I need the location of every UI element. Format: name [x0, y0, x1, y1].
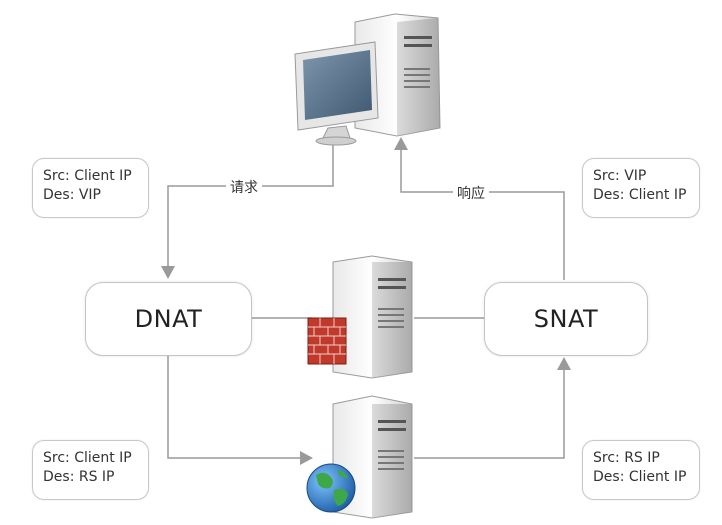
dnat-label: DNAT [134, 305, 203, 333]
desktop-computer-icon [294, 13, 441, 146]
request-label: 请求 [226, 177, 262, 197]
note-src: Src: Client IP [43, 168, 132, 184]
response-connector [400, 150, 565, 280]
note-src: Src: Client IP [43, 450, 132, 466]
firewall-server-icon [307, 255, 413, 379]
snat-label: SNAT [533, 305, 599, 333]
response-label: 响应 [453, 183, 489, 203]
response-arrowhead [394, 137, 408, 150]
note-des: Des: RS IP [43, 469, 115, 485]
globe-icon [306, 463, 356, 513]
response-out-note: Src: VIP Des: Client IP [582, 158, 700, 218]
dnat-realserver-connector [167, 355, 300, 459]
request-forward-note: Src: Client IP Des: RS IP [32, 440, 149, 500]
note-des: Des: Client IP [593, 469, 687, 485]
web-server-icon [306, 395, 413, 519]
dnat-box: DNAT [85, 282, 252, 356]
realserver-snat-connector [414, 370, 565, 459]
request-in-note: Src: Client IP Des: VIP [32, 158, 149, 218]
response-back-note: Src: RS IP Des: Client IP [582, 440, 700, 500]
request-arrowhead [161, 266, 175, 279]
snat-box: SNAT [484, 282, 648, 356]
request-connector [167, 142, 334, 266]
note-src: Src: VIP [593, 168, 647, 184]
note-des: Des: VIP [43, 187, 102, 203]
realserver-arrowhead [300, 451, 313, 465]
note-des: Des: Client IP [593, 187, 687, 203]
note-src: Src: RS IP [593, 450, 660, 466]
firewall-brick-icon [307, 317, 347, 365]
snat-arrowhead [557, 357, 571, 370]
